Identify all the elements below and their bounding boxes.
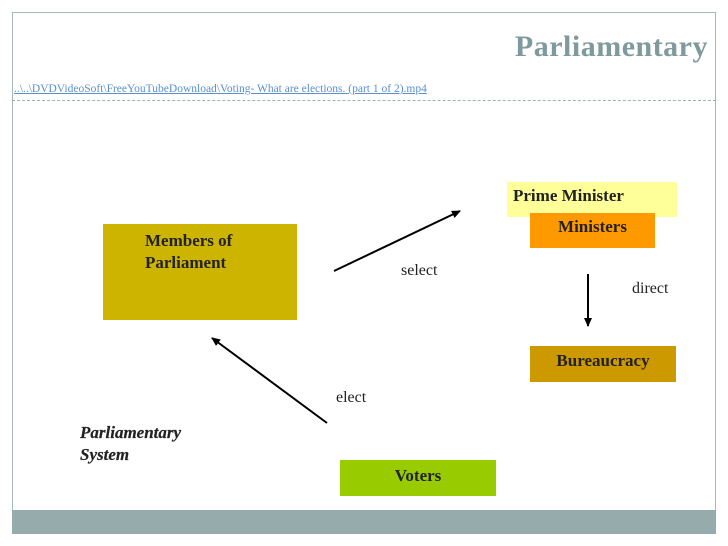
prime-minister-box: Prime Minister [507,182,677,217]
system-line2: System [80,445,130,464]
ministers-box: Ministers [530,213,655,248]
elect-arrow [211,337,328,424]
video-link[interactable]: ..\..\DVDVideoSoft\FreeYouTubeDownload\V… [14,83,427,95]
parliamentary-system-caption: Parliamentary System [80,422,181,466]
members-label-line1: Members of [145,231,233,250]
members-of-parliament-box: Members of Parliament [103,224,297,320]
select-label: select [401,262,438,279]
direct-label: direct [632,280,669,297]
select-arrow [333,210,461,272]
title-divider [12,100,716,101]
slide-footer-bar [12,510,716,534]
bureaucracy-box: Bureaucracy [530,346,676,382]
system-line1: Parliamentary [80,423,182,442]
elect-label: elect [336,389,367,406]
voters-box: Voters [340,460,496,496]
members-label-line2: Parliament [145,253,227,272]
slide-title: Parliamentary [514,30,708,63]
